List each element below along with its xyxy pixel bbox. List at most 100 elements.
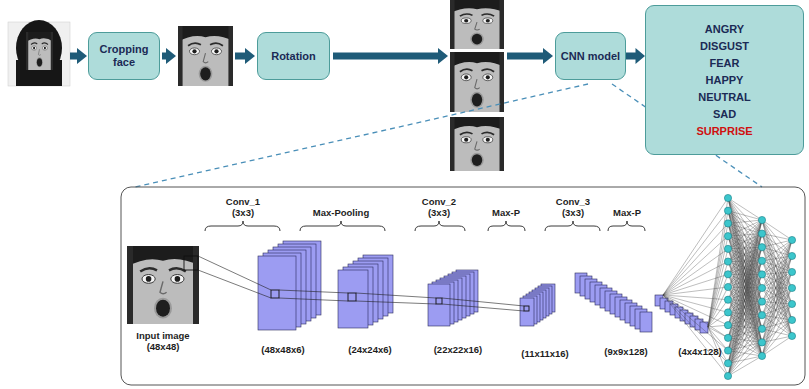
- input-photo: [8, 20, 70, 86]
- feature-map: [640, 312, 652, 332]
- dense-link: [663, 274, 728, 295]
- dense-link: [708, 327, 728, 363]
- class-label: SAD: [713, 106, 736, 123]
- layer-label: Conv_2 (3x3): [416, 196, 462, 218]
- rotated-face: [450, 0, 504, 49]
- dense-link: [728, 342, 762, 376]
- dense-link: [728, 274, 762, 376]
- dense-link: [663, 295, 728, 300]
- neuron: [758, 284, 765, 291]
- feature-map: [258, 256, 296, 330]
- dense-link: [663, 295, 728, 351]
- dense-link: [762, 261, 792, 320]
- receptive-link: [442, 304, 524, 311]
- dense-link: [762, 272, 792, 302]
- dense-link: [663, 295, 728, 376]
- dense-link: [663, 295, 728, 325]
- dense-link: [708, 211, 728, 327]
- dense-link: [728, 325, 762, 356]
- input-caption: Input image (48x48): [126, 330, 200, 352]
- dense-link: [762, 304, 792, 329]
- dimension-label: (24x24x6): [335, 344, 405, 355]
- dense-link: [762, 304, 792, 342]
- neuron: [788, 284, 795, 291]
- receptive-field: [436, 298, 442, 304]
- dense-connections: [663, 198, 792, 376]
- output-classes-box: ANGRYDISGUSTFEARHAPPYNEUTRALSADSURPRISE: [645, 5, 804, 155]
- dense-link: [762, 240, 792, 342]
- layer-brackets: [205, 221, 645, 231]
- neuron: [788, 332, 795, 339]
- dimension-label: (22x22x16): [423, 344, 493, 355]
- layer-label: Conv_1 (3x3): [220, 196, 266, 218]
- neuron: [724, 334, 731, 341]
- receptive-field: [348, 293, 356, 301]
- neuron: [788, 300, 795, 307]
- neuron: [724, 194, 731, 201]
- dense-link: [728, 234, 762, 376]
- input-image-frame: [127, 246, 199, 324]
- dense-link: [762, 304, 792, 356]
- neuron: [724, 347, 731, 354]
- class-label: NEUTRAL: [698, 89, 751, 106]
- dense-link: [728, 220, 762, 351]
- neuron: [724, 271, 731, 278]
- neuron: [758, 244, 765, 251]
- dense-link: [762, 272, 792, 356]
- neuron: [724, 360, 731, 367]
- dense-link: [762, 256, 792, 342]
- cnn-panel: [121, 187, 805, 385]
- dense-link: [728, 211, 762, 220]
- neuron: [758, 312, 765, 319]
- dense-link: [762, 336, 792, 356]
- dense-link: [728, 261, 762, 376]
- dense-link: [762, 288, 792, 342]
- dense-link: [708, 287, 728, 327]
- feature-map: [520, 298, 534, 326]
- dense-link: [728, 220, 762, 223]
- network-illustration: [184, 194, 796, 379]
- neuron: [724, 258, 731, 265]
- input-image: [127, 246, 199, 324]
- dense-link: [762, 240, 792, 247]
- dense-link: [762, 220, 792, 336]
- dense-link: [663, 223, 728, 295]
- layer-label: Conv_3 (3x3): [550, 196, 596, 218]
- dense-link: [663, 236, 728, 295]
- dense-link: [728, 274, 762, 325]
- neuron: [758, 325, 765, 332]
- dense-link: [762, 272, 792, 274]
- receptive-field: [271, 290, 279, 298]
- neuron: [788, 316, 795, 323]
- flow-arrow: [626, 48, 645, 64]
- neuron: [724, 322, 731, 329]
- dense-link: [762, 256, 792, 356]
- neuron: [788, 268, 795, 275]
- box-label: Cropping face: [93, 43, 155, 69]
- neuron: [724, 283, 731, 290]
- class-label: FEAR: [710, 55, 740, 72]
- dense-link: [762, 256, 792, 302]
- dense-link: [762, 272, 792, 329]
- receptive-link: [198, 256, 271, 290]
- neuron: [758, 298, 765, 305]
- receptive-link: [356, 301, 436, 304]
- dense-link: [728, 198, 762, 220]
- dense-link: [762, 288, 792, 329]
- dense-link: [762, 240, 792, 315]
- dense-link: [728, 356, 762, 376]
- receptive-link: [279, 298, 348, 301]
- process-box: CNN model: [555, 32, 626, 80]
- dense-link: [762, 320, 792, 356]
- receptive-field: [524, 306, 529, 311]
- box-label: CNN model: [561, 50, 620, 63]
- dense-link: [762, 272, 792, 342]
- dense-link: [663, 249, 728, 295]
- dense-link: [728, 247, 762, 376]
- dense-link: [728, 312, 762, 342]
- layer-label: Max-Pooling: [301, 207, 381, 218]
- dense-link: [728, 220, 762, 338]
- dense-link: [762, 261, 792, 272]
- receptive-link: [279, 290, 348, 293]
- receptive-link: [198, 270, 271, 298]
